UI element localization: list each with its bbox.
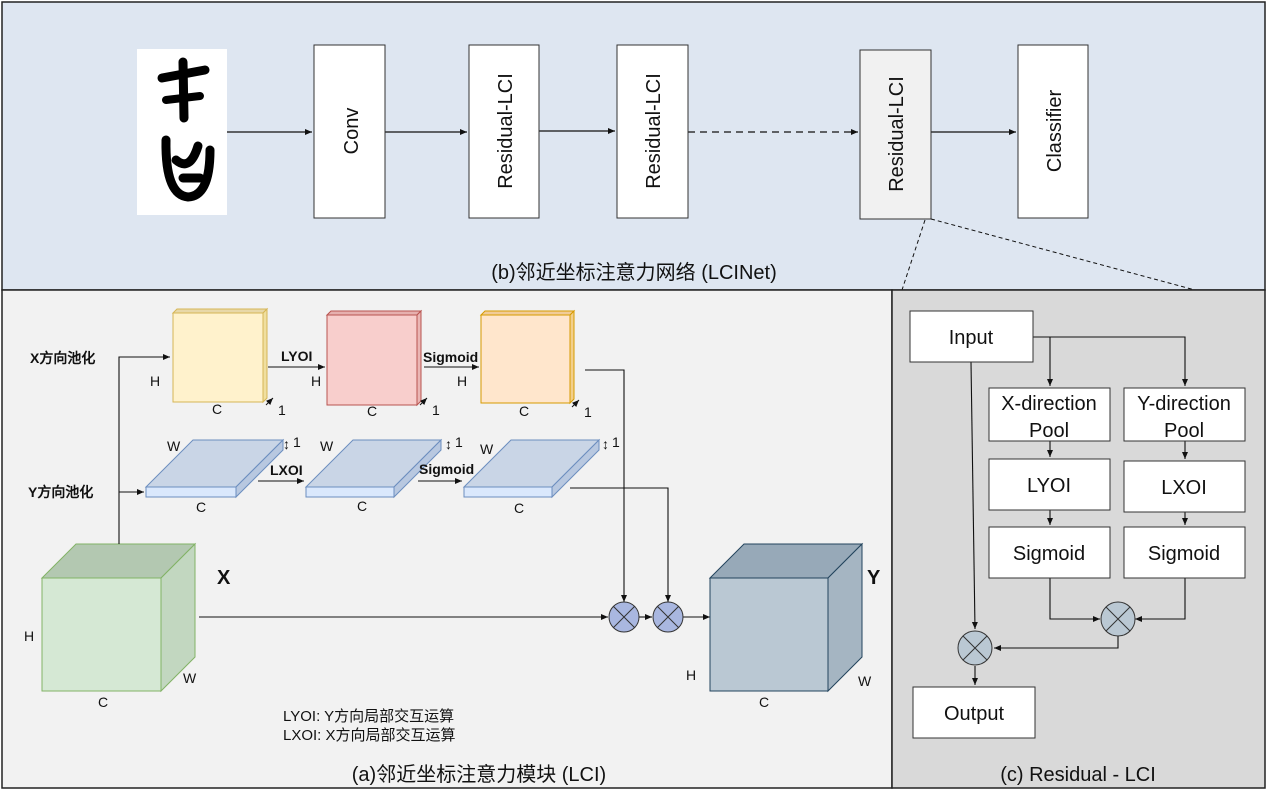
res-multiply-node-2 bbox=[957, 630, 993, 666]
y1-updown-icon: ↕ bbox=[283, 436, 290, 452]
y3-c-label: C bbox=[514, 500, 524, 516]
y-pool-label: Y方向池化 bbox=[28, 484, 93, 500]
output-cube-y bbox=[708, 542, 864, 693]
op-sigmoid-y-label: Sigmoid bbox=[419, 461, 474, 477]
y2-w-label: W bbox=[320, 438, 334, 454]
output-c-label: C bbox=[759, 694, 769, 710]
res-xdir-line1: X-direction bbox=[1001, 393, 1097, 415]
res-ydir-line1: Y-direction bbox=[1137, 393, 1231, 415]
lcinet-title: (b)邻近坐标注意力网络 (LCINet) bbox=[491, 261, 777, 284]
input-w-label: W bbox=[183, 670, 197, 686]
y3-updown-icon: ↕ bbox=[602, 436, 609, 452]
res-sigmoid-x-box: Sigmoid bbox=[988, 526, 1111, 579]
res-multiply-node-1 bbox=[1100, 601, 1136, 637]
classifier-label: Classifier bbox=[1044, 90, 1066, 173]
input-glyph-image bbox=[137, 49, 227, 215]
op-lyoi-label: LYOI bbox=[281, 348, 312, 364]
panel-lci-module: X方向池化 Y方向池化 X H C W H C 1 LYOI bbox=[1, 289, 893, 789]
x3-c-label: C bbox=[519, 403, 529, 419]
y1-one-label: 1 bbox=[293, 434, 301, 450]
x2-c-label: C bbox=[367, 403, 377, 419]
classifier-block: Classifier bbox=[1017, 44, 1089, 219]
multiply-node-2 bbox=[652, 601, 684, 633]
res-sigmoid-y-box: Sigmoid bbox=[1123, 526, 1246, 579]
conv-block: Conv bbox=[313, 44, 386, 219]
panel-lcinet: Conv Residual-LCI Residual-LCI Residual-… bbox=[1, 1, 1266, 291]
residual-lci-label-3: Residual-LCI bbox=[886, 76, 908, 192]
res-lxoi-box: LXOI bbox=[1123, 460, 1246, 513]
res-ydir-line2: Pool bbox=[1164, 420, 1204, 442]
res-sigmoid-x-label: Sigmoid bbox=[1013, 543, 1085, 565]
res-output-box: Output bbox=[912, 686, 1036, 739]
x1-c-label: C bbox=[212, 401, 222, 417]
residual-lci-block-1: Residual-LCI bbox=[468, 44, 540, 219]
y2-c-label: C bbox=[357, 498, 367, 514]
op-lxoi-label: LXOI bbox=[270, 462, 303, 478]
op-sigmoid-x-label: Sigmoid bbox=[423, 349, 478, 365]
residual-lci-label-2: Residual-LCI bbox=[643, 73, 665, 189]
res-sigmoid-y-label: Sigmoid bbox=[1148, 543, 1220, 565]
residual-lci-block-2: Residual-LCI bbox=[616, 44, 689, 219]
res-input-box: Input bbox=[909, 310, 1034, 363]
x3-h-label: H bbox=[457, 373, 467, 389]
input-cube-x bbox=[40, 542, 197, 693]
x-pool-block bbox=[171, 307, 269, 404]
input-x-label: X bbox=[217, 567, 231, 589]
panel-residual-lci: Input X-direction Pool Y-direction Pool … bbox=[891, 289, 1266, 789]
input-h-label: H bbox=[24, 628, 34, 644]
y3-one-label: 1 bbox=[612, 434, 620, 450]
y1-c-label: C bbox=[196, 499, 206, 515]
res-input-label: Input bbox=[949, 327, 994, 349]
x-pool-label: X方向池化 bbox=[30, 350, 95, 366]
residual-lci-label-1: Residual-LCI bbox=[495, 73, 517, 189]
res-xdir-pool-box: X-direction Pool bbox=[988, 387, 1111, 442]
y2-updown-icon: ↕ bbox=[445, 436, 452, 452]
x1-h-label: H bbox=[150, 373, 160, 389]
x1-one-label: 1 bbox=[278, 402, 286, 418]
y-lxoi-slab bbox=[304, 438, 443, 499]
conv-label: Conv bbox=[341, 108, 363, 155]
y3-w-label: W bbox=[480, 441, 494, 457]
residual-lci-title: (c) Residual - LCI bbox=[1000, 764, 1156, 786]
x2-one-label: 1 bbox=[432, 402, 440, 418]
x2-h-label: H bbox=[311, 373, 321, 389]
y-pool-slab bbox=[144, 438, 285, 499]
x-lyoi-block bbox=[325, 309, 423, 407]
output-y-label: Y bbox=[867, 567, 881, 589]
res-output-label: Output bbox=[944, 703, 1004, 725]
y-sigmoid-slab bbox=[462, 438, 601, 499]
x3-one-label: 1 bbox=[584, 404, 592, 420]
output-w-label: W bbox=[858, 673, 872, 689]
y1-w-label: W bbox=[167, 438, 181, 454]
res-ydir-pool-box: Y-direction Pool bbox=[1123, 387, 1246, 442]
lci-module-title: (a)邻近坐标注意力模块 (LCI) bbox=[352, 763, 606, 786]
multiply-node-1 bbox=[608, 601, 640, 633]
x-sigmoid-block bbox=[479, 309, 576, 405]
output-h-label: H bbox=[686, 667, 696, 683]
res-xdir-line2: Pool bbox=[1029, 420, 1069, 442]
legend-lyoi: LYOI: Y方向局部交互运算 bbox=[283, 707, 454, 725]
res-lyoi-box: LYOI bbox=[988, 458, 1111, 511]
legend-lxoi: LXOI: X方向局部交互运算 bbox=[283, 726, 456, 744]
res-lxoi-label: LXOI bbox=[1161, 477, 1207, 499]
input-c-label: C bbox=[98, 694, 108, 710]
residual-lci-block-3: Residual-LCI bbox=[859, 49, 932, 220]
y2-one-label: 1 bbox=[455, 434, 463, 450]
res-lyoi-label: LYOI bbox=[1027, 475, 1071, 497]
